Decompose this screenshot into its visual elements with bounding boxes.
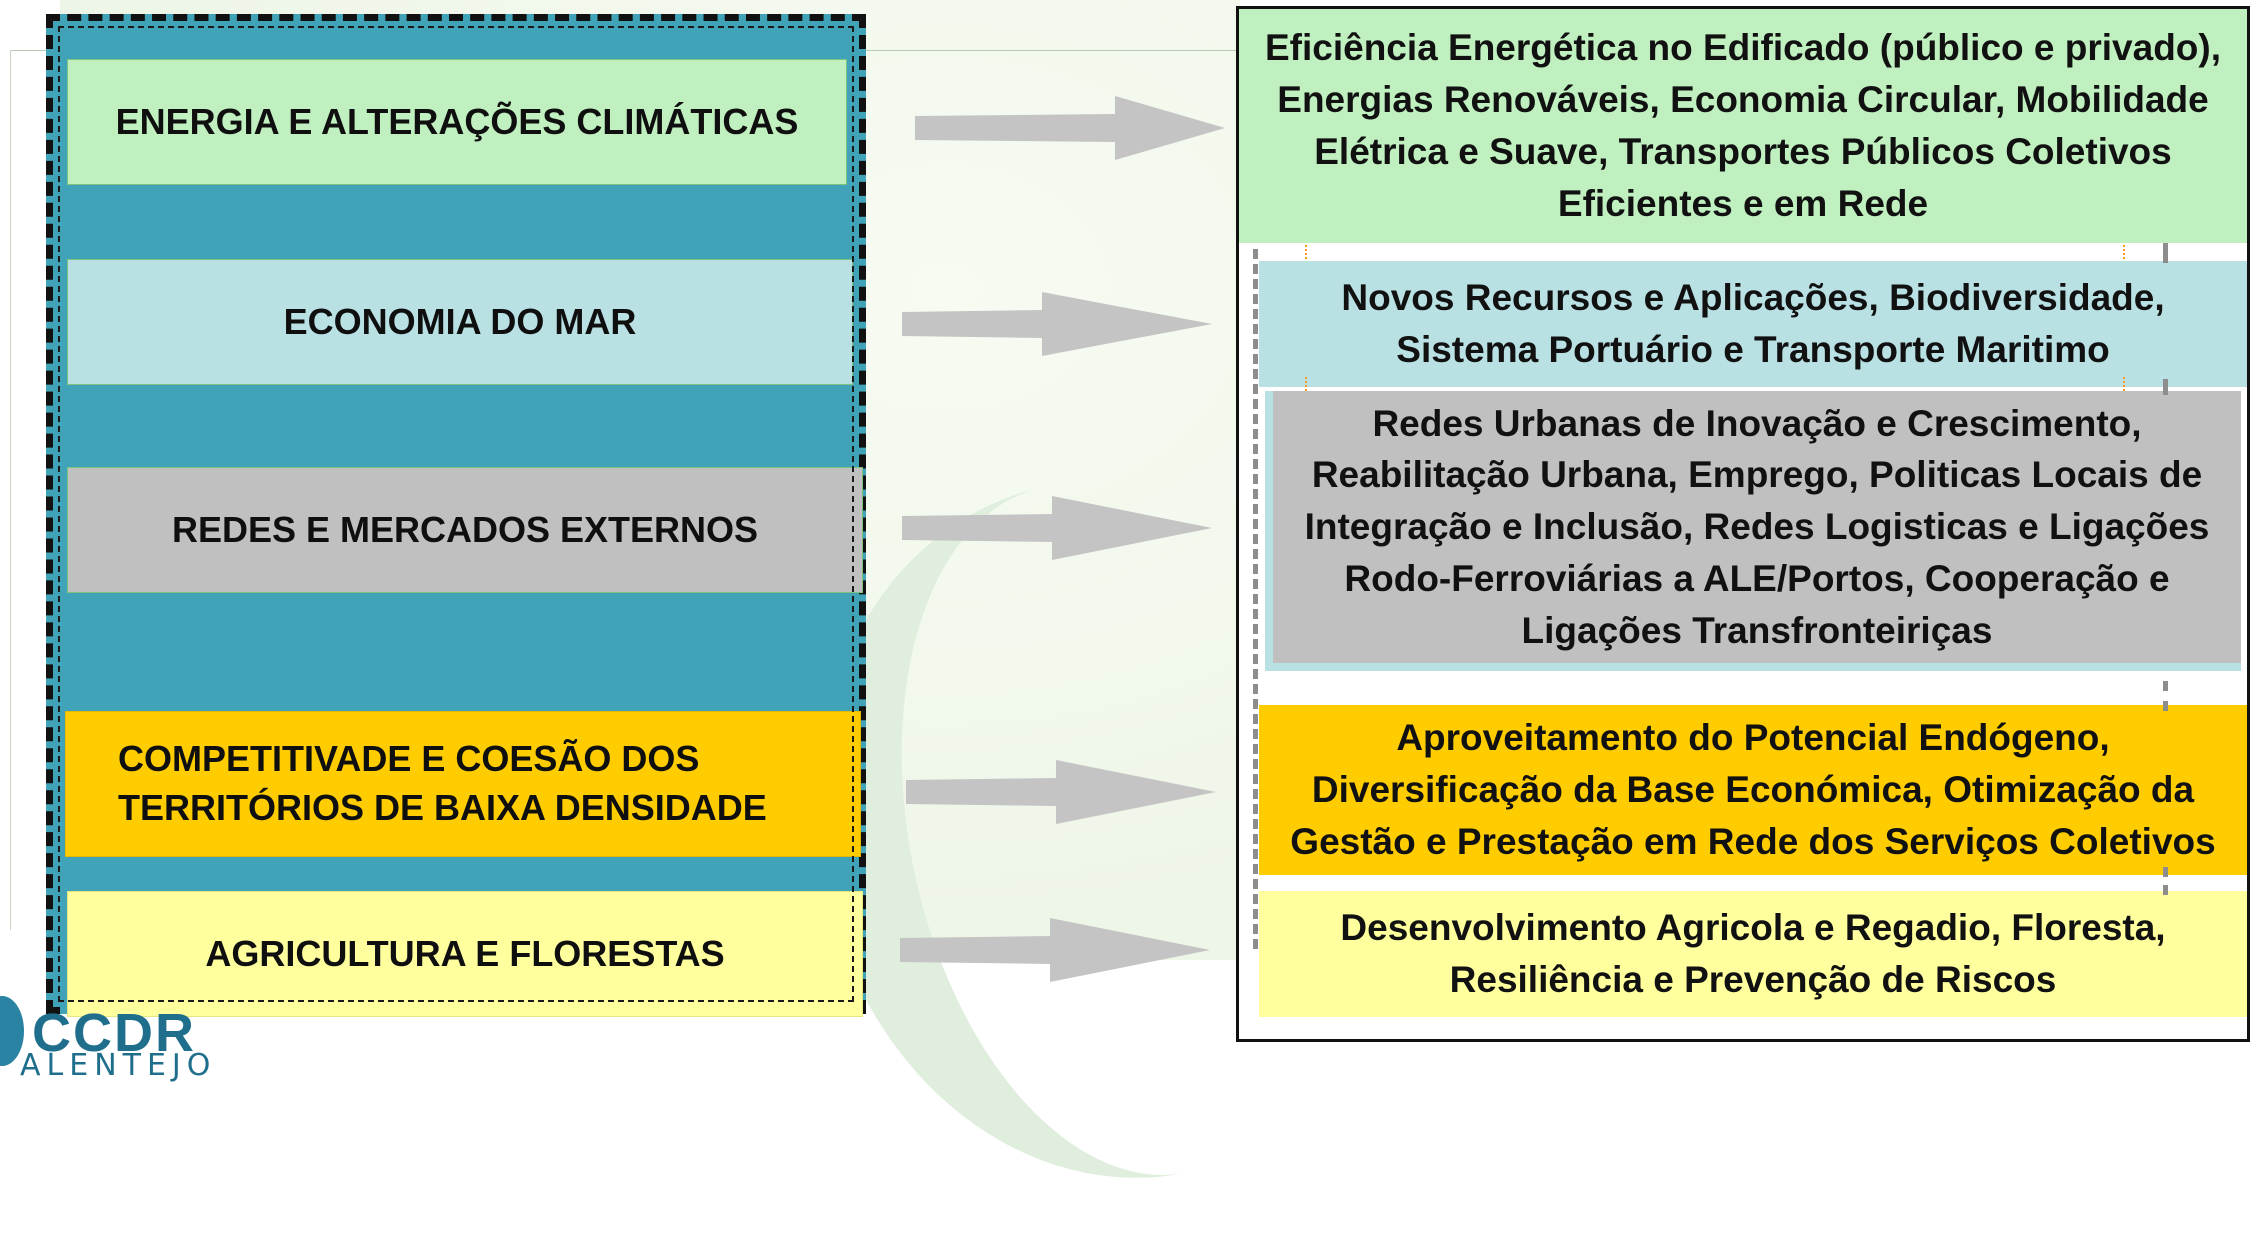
category-competitividade: COMPETITIVADE E COESÃO DOS TERRITÓRIOS D… (65, 711, 861, 857)
arrow-icon (906, 760, 1216, 824)
arrow-icon (902, 496, 1212, 560)
description-competitividade-text: Aproveitamento do Potencial Endógeno, Di… (1290, 717, 2216, 862)
category-agricultura: AGRICULTURA E FLORESTAS (67, 891, 863, 1017)
dotted-connector (2163, 243, 2168, 263)
category-economia-mar: ECONOMIA DO MAR (67, 259, 853, 385)
category-competitividade-label: COMPETITIVADE E COESÃO DOS TERRITÓRIOS D… (118, 738, 767, 828)
description-energia-text: Eficiência Energética no Edificado (públ… (1264, 27, 2222, 224)
category-energia-label: ENERGIA E ALTERAÇÕES CLIMÁTICAS (115, 100, 799, 142)
category-redes-mercados: REDES E MERCADOS EXTERNOS (67, 467, 863, 593)
description-economia-mar-text: Novos Recursos e Aplicações, Biodiversid… (1341, 277, 2165, 370)
description-redes-mercados-text: Redes Urbanas de Inovação e Crescimento,… (1304, 402, 2210, 651)
logo-subtitle: ALENTEJO (20, 1048, 217, 1083)
background-rule-vertical (10, 50, 11, 930)
dotted-connector (2163, 379, 2168, 395)
description-competitividade: Aproveitamento do Potencial Endógeno, Di… (1259, 705, 2247, 875)
descriptions-panel: Eficiência Energética no Edificado (públ… (1236, 6, 2250, 1042)
dotted-connector (2163, 867, 2168, 895)
dotted-connector (1305, 245, 1307, 259)
description-agricultura: Desenvolvimento Agricola e Regadio, Flor… (1259, 891, 2247, 1017)
description-redes-mercados: Redes Urbanas de Inovação e Crescimento,… (1265, 391, 2241, 671)
category-energia: ENERGIA E ALTERAÇÕES CLIMÁTICAS (67, 59, 847, 185)
category-agricultura-label: AGRICULTURA E FLORESTAS (205, 932, 725, 974)
arrow-icon (900, 918, 1210, 982)
category-redes-mercados-label: REDES E MERCADOS EXTERNOS (171, 508, 759, 550)
logo-name: CCDR (32, 1003, 196, 1063)
description-agricultura-text: Desenvolvimento Agricola e Regadio, Flor… (1340, 907, 2166, 1000)
dotted-connector (1305, 377, 1307, 391)
dotted-connector (1253, 249, 1258, 949)
category-economia-mar-label: ECONOMIA DO MAR (283, 300, 637, 342)
dotted-connector (2123, 245, 2125, 259)
dotted-connector (2163, 681, 2168, 711)
arrow-icon (902, 292, 1212, 356)
description-energia: Eficiência Energética no Edificado (públ… (1239, 9, 2247, 243)
categories-panel: ENERGIA E ALTERAÇÕES CLIMÁTICAS ECONOMIA… (46, 14, 866, 1017)
arrow-icon (915, 96, 1225, 160)
dotted-connector (2123, 377, 2125, 391)
description-economia-mar: Novos Recursos e Aplicações, Biodiversid… (1259, 261, 2247, 387)
